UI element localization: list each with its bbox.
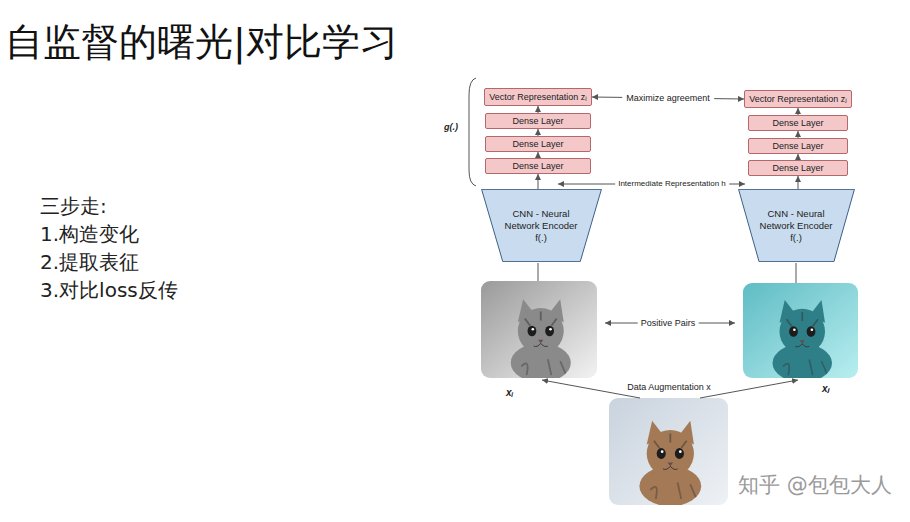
dense-layer-box: Dense Layer xyxy=(748,160,848,176)
node-text: Dense Layer xyxy=(512,161,563,172)
step-item: 2.提取表征 xyxy=(40,250,139,275)
node-text: Dense Layer xyxy=(772,141,823,152)
connector xyxy=(798,131,799,138)
aug-arrow xyxy=(700,380,798,398)
arrow-label: Intermediate Representation h xyxy=(615,179,729,189)
node-text: Vector Representation zᵢ xyxy=(489,92,586,103)
node-text: Dense Layer xyxy=(772,163,823,174)
encoder-trapezoid: CNN - Neural Network Encoder f(.) xyxy=(738,189,855,262)
connector xyxy=(798,108,799,115)
connector xyxy=(538,174,539,189)
cat-image-color xyxy=(609,398,728,505)
trapezoid-shape xyxy=(481,189,601,261)
trapezoid-shape xyxy=(738,189,854,261)
dense-layer-box: Dense Layer xyxy=(748,138,848,154)
page-title: 自监督的曙光|对比学习 xyxy=(5,18,398,66)
function-label: g(.) xyxy=(444,122,458,133)
node-text: Dense Layer xyxy=(512,116,563,127)
step-item: 1.构造变化 xyxy=(40,222,139,247)
cat-image-gray xyxy=(481,281,597,378)
node-text: Dense Layer xyxy=(512,139,563,150)
arrow-label: Data Augmentation x xyxy=(624,382,714,393)
vector-box: Vector Representation zᵢ xyxy=(484,88,592,106)
wire xyxy=(538,263,539,281)
dense-layer-box: Dense Layer xyxy=(485,158,591,174)
step-item: 3.对比loss反传 xyxy=(40,278,178,303)
connector xyxy=(798,176,799,189)
vector-box: Vector Representation zⱼ xyxy=(744,90,852,108)
step-heading: 三步走: xyxy=(40,194,107,219)
node-text: Vector Representation zⱼ xyxy=(749,94,847,105)
edge-label: Maximize agreement xyxy=(622,93,714,104)
node-text: Dense Layer xyxy=(772,118,823,129)
encoder-trapezoid: CNN - Neural Network Encoder f(.) xyxy=(481,189,602,262)
cat-image-cyan xyxy=(743,283,858,378)
bracket xyxy=(469,78,476,186)
watermark: 知乎 @包包大人 xyxy=(738,472,892,498)
dense-layer-box: Dense Layer xyxy=(485,136,591,152)
arrow-label: Positive Pairs xyxy=(638,318,699,329)
dense-layer-box: Dense Layer xyxy=(485,113,591,129)
node-text: CNN - Neural Network Encoder f(.) xyxy=(758,208,835,244)
wire xyxy=(796,263,797,283)
connector xyxy=(538,106,539,113)
image-label: xⱼ xyxy=(822,382,830,395)
image-label: xᵢ xyxy=(506,386,513,399)
connector xyxy=(538,129,539,136)
node-text: CNN - Neural Network Encoder f(.) xyxy=(501,208,581,244)
dense-layer-box: Dense Layer xyxy=(748,115,848,131)
